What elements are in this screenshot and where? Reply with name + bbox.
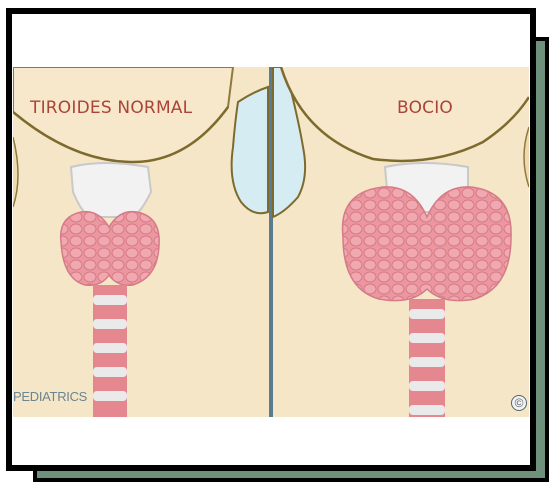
thyroid-comparison-illustration: TIROIDES NORMAL BOCIO PEDIATRICS ©: [13, 67, 529, 417]
normal-thyroid-label: TIROIDES NORMAL: [30, 98, 192, 118]
goiter-label: BOCIO: [397, 98, 453, 118]
watermark-text: PEDIATRICS: [13, 389, 87, 404]
copyright-icon: ©: [511, 395, 527, 411]
